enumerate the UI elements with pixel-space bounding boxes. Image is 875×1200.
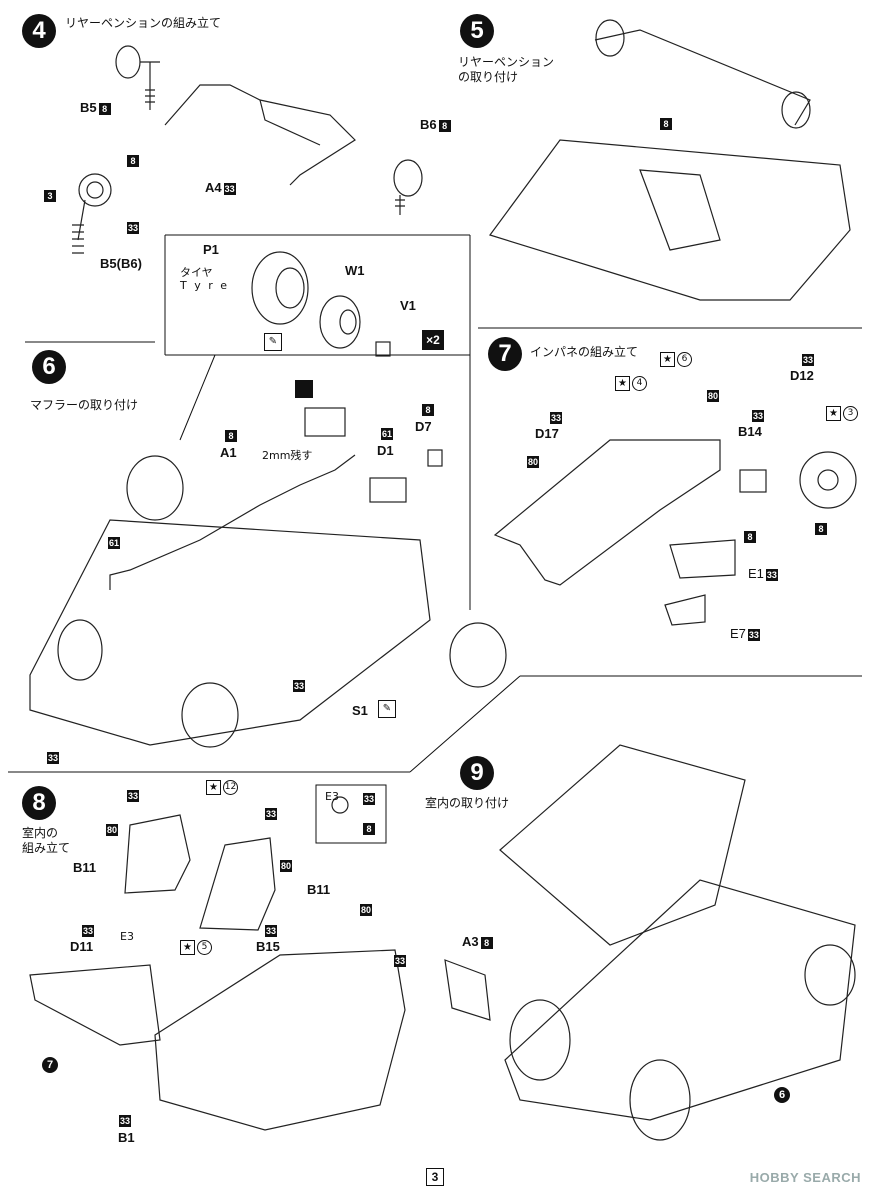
color-80-d17: 80: [527, 456, 539, 468]
tool-icon-s1: ✎: [378, 700, 396, 718]
part-b14: B14: [738, 424, 762, 439]
step-9-title: 室内の取り付け: [425, 796, 510, 810]
part-e3: E3: [120, 930, 134, 943]
step-6-title: マフラーの取り付け: [30, 398, 139, 412]
step-9-number: 9: [460, 756, 494, 790]
step-7-title: インパネの組み立て: [530, 345, 639, 359]
color-80-tub: 80: [360, 904, 372, 916]
part-d7: D7: [415, 419, 432, 434]
tyre-en-label: T y r e: [180, 279, 230, 292]
color-8-s5: 8: [660, 118, 672, 130]
part-p1: P1: [203, 242, 219, 257]
color-8-d7: 8: [422, 404, 434, 416]
star-4: ★4: [615, 376, 647, 391]
part-s1: S1: [352, 703, 368, 718]
color-33-b14: 33: [752, 410, 764, 422]
step-4-number: 4: [22, 14, 56, 48]
ref-step-7: 7: [42, 1057, 58, 1073]
quantity-x2: ×2: [422, 330, 444, 350]
ref-step-6: 6: [774, 1087, 790, 1103]
watermark: HOBBY SEARCH: [749, 1170, 861, 1185]
hub-b5: [115, 45, 141, 79]
part-w1: W1: [345, 263, 365, 278]
color-33-bottom: 33: [47, 752, 59, 764]
part-e3-box: E3: [325, 790, 339, 803]
color-33-b1: 33: [119, 1115, 131, 1127]
step-5-title: リヤーペンション の取り付け: [458, 55, 555, 84]
part-v1: V1: [400, 298, 416, 313]
part-a1: A1: [220, 445, 237, 460]
part-d1: D1: [377, 443, 394, 458]
color-33-seat2: 33: [265, 808, 277, 820]
step-5-number: 5: [460, 14, 494, 48]
step-4-title: リヤーペンションの組み立て: [65, 16, 222, 30]
color-80-seat1: 80: [106, 824, 118, 836]
page-number: 3: [426, 1168, 444, 1186]
note-2mm: 2mm残す: [262, 449, 313, 462]
paint-icon: [295, 380, 313, 398]
step-7-number: 7: [488, 337, 522, 371]
color-33-d12: 33: [802, 354, 814, 366]
color-8-wheel: 8: [815, 523, 827, 535]
color-8-b5b: 8: [127, 155, 139, 167]
tool-icon-tyre: ✎: [264, 333, 282, 351]
color-33-seat1: 33: [127, 790, 139, 802]
color-61-d1: 61: [381, 428, 393, 440]
color-61-pipe: 61: [108, 537, 120, 549]
step-8-title: 室内の 組み立て: [22, 826, 71, 855]
color-33-b15: 33: [265, 925, 277, 937]
color-33-tub: 33: [394, 955, 406, 967]
part-d11: D11: [70, 939, 94, 954]
star-12: ★12: [206, 780, 238, 795]
part-d17: D17: [535, 426, 559, 441]
star-3: ★3: [826, 406, 858, 421]
color-80-seat2: 80: [280, 860, 292, 872]
color-3: 3: [44, 190, 56, 202]
part-b1: B1: [118, 1130, 135, 1145]
part-b11-left: B11: [73, 860, 97, 875]
star-6: ★6: [660, 352, 692, 367]
color-33-b5b: 33: [127, 222, 139, 234]
color-8-e1: 8: [744, 531, 756, 543]
color-33-d17: 33: [550, 412, 562, 424]
tyre-jp-label: タイヤ: [180, 266, 213, 279]
color-33-chassis: 33: [293, 680, 305, 692]
star-5: ★5: [180, 940, 212, 955]
color-33-d11: 33: [82, 925, 94, 937]
part-b15: B15: [256, 939, 280, 954]
part-d12: D12: [790, 368, 814, 383]
part-b11-right: B11: [307, 882, 331, 897]
color-80-dash: 80: [707, 390, 719, 402]
step-8-number: 8: [22, 786, 56, 820]
color-33-e3: 33: [363, 793, 375, 805]
color-8-e3: 8: [363, 823, 375, 835]
step-6-number: 6: [32, 350, 66, 384]
part-b5b6: B5(B6): [100, 256, 142, 271]
color-8-a1: 8: [225, 430, 237, 442]
